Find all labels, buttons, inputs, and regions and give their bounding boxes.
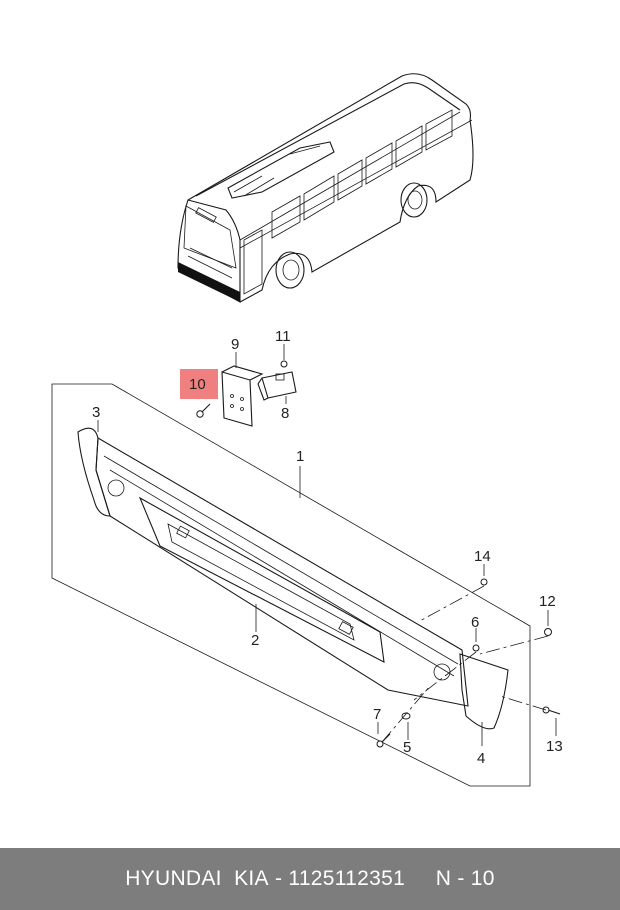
footer-separator: - xyxy=(268,867,289,890)
leader-lines xyxy=(97,344,557,746)
footer-ref: N - 10 xyxy=(435,867,495,890)
callout-12: 12 xyxy=(539,593,556,610)
parts-diagram: 1 2 3 4 5 6 7 8 9 10 11 12 13 14 xyxy=(51,73,563,787)
rear-bumper xyxy=(77,427,561,748)
callout-3: 3 xyxy=(92,404,100,421)
callout-13: 13 xyxy=(546,738,563,755)
footer-part-number: 1125112351 xyxy=(288,867,406,890)
callout-10: 10 xyxy=(189,376,206,393)
callout-9: 9 xyxy=(231,336,239,353)
callout-7: 7 xyxy=(373,706,381,723)
callout-11: 11 xyxy=(275,328,291,345)
callout-10-highlight xyxy=(180,369,218,399)
assembly-lines xyxy=(381,585,549,743)
callout-5: 5 xyxy=(403,739,411,756)
callout-6: 6 xyxy=(471,614,479,631)
callouts: 1 2 3 4 5 6 7 8 9 10 11 12 13 14 xyxy=(92,328,563,767)
callout-1: 1 xyxy=(296,448,304,465)
callout-2: 2 xyxy=(251,632,259,649)
bus-illustration xyxy=(177,73,474,303)
callout-14: 14 xyxy=(474,548,491,565)
callout-8: 8 xyxy=(281,405,289,422)
part-info-footer: HYUNDAI KIA - 1125112351 N - 10 xyxy=(0,848,620,910)
footer-gap xyxy=(405,867,436,891)
footer-brand: HYUNDAI KIA xyxy=(125,867,269,890)
callout-4: 4 xyxy=(477,750,485,767)
assembly-boundary xyxy=(51,383,531,787)
bracket-parts xyxy=(196,360,297,427)
